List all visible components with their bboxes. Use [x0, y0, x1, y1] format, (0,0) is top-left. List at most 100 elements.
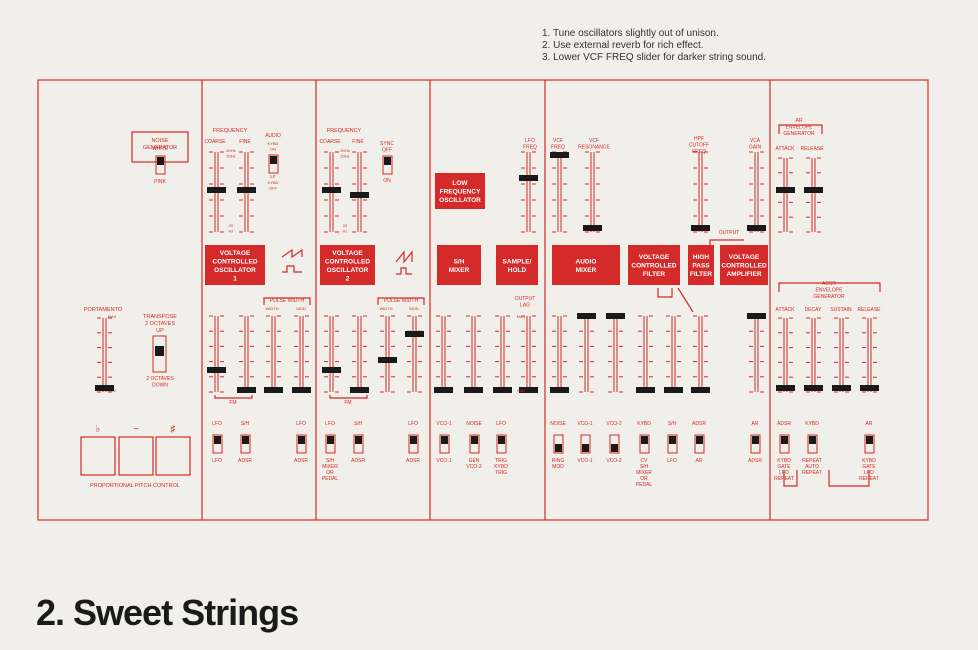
fine-label: FINE: [239, 139, 251, 145]
mixer-slider-15-knob[interactable]: [606, 313, 625, 319]
vcf-freq-label: VCF: [553, 138, 563, 144]
selector-switch-s4[interactable]: [325, 434, 336, 454]
switch-label: OR: [640, 476, 648, 482]
selector-switch-s10[interactable]: [553, 434, 564, 454]
switch-label: MOD: [552, 464, 564, 470]
adsr-attack-slider-knob[interactable]: [776, 385, 795, 391]
transpose-lever: [155, 346, 164, 356]
note-1: 1. Tune oscillators slightly out of unis…: [542, 28, 719, 39]
selector-switch-s9[interactable]: [496, 434, 507, 454]
switch-label: LFO: [325, 421, 335, 427]
selector-switch-s16[interactable]: [750, 434, 761, 454]
mixer-slider-14-knob[interactable]: [577, 313, 596, 319]
sync-label: SYNC: [380, 141, 394, 147]
sync-on-label: ON: [383, 178, 391, 184]
mixer-slider-19-knob[interactable]: [747, 313, 766, 319]
selector-switch-s5-lever: [355, 436, 362, 444]
selector-switch-s8[interactable]: [469, 434, 480, 454]
selector-switch-s5[interactable]: [353, 434, 364, 454]
mixer-slider-1-knob[interactable]: [207, 367, 226, 373]
hpf-cutoff-slider-knob[interactable]: [691, 225, 710, 231]
pitch-pad-flat[interactable]: [80, 436, 116, 476]
vco1-fine-slider-knob[interactable]: [237, 187, 256, 193]
mixer-slider-3-knob[interactable]: [264, 387, 283, 393]
selector-switch-s3[interactable]: [296, 434, 307, 454]
adsr-label: GENERATOR: [813, 294, 845, 300]
selector-switch-s1[interactable]: [212, 434, 223, 454]
selector-switch-s12[interactable]: [609, 434, 620, 454]
mixer-slider-13-knob[interactable]: [550, 387, 569, 393]
lfo-freq-slider-knob[interactable]: [519, 175, 538, 181]
adsr-decay-slider-knob[interactable]: [804, 385, 823, 391]
vco2-coarse-slider-knob[interactable]: [322, 187, 341, 193]
vca-block-label: CONTROLLED: [721, 263, 766, 270]
repeat-connector: [828, 470, 870, 487]
mixer-slider-17-knob[interactable]: [664, 387, 683, 393]
switch-label: VCO-1: [577, 458, 593, 464]
vco1-range-switch[interactable]: [268, 154, 279, 174]
vcf-block-label: FILTER: [643, 271, 666, 278]
adsr-sustain-slider-knob[interactable]: [832, 385, 851, 391]
audio-mixer-block-label: AUDIO: [576, 258, 597, 265]
switch-label: KYBD: [777, 458, 791, 464]
tilde-icon: ~: [133, 424, 139, 435]
mixer-slider-10-knob[interactable]: [464, 387, 483, 393]
selector-switch-s17[interactable]: [779, 434, 790, 454]
transpose-switch[interactable]: [152, 335, 167, 373]
selector-switch-s10-lever: [555, 444, 562, 452]
switch-label: NOISE: [466, 421, 482, 427]
vco2-block-label: 2: [346, 275, 350, 282]
vcf-block-label: VOLTAGE: [639, 254, 670, 261]
selector-switch-s7[interactable]: [439, 434, 450, 454]
lf-label: LF: [270, 174, 276, 179]
pitch-pad-center[interactable]: [118, 436, 154, 476]
coarse-label: COARSE: [204, 139, 226, 145]
selector-switch-s13[interactable]: [639, 434, 650, 454]
adsr-label: ADSR: [822, 281, 836, 287]
mixer-slider-12-knob[interactable]: [519, 387, 538, 393]
switch-label: REPEAT: [859, 476, 879, 482]
selector-switch-s2[interactable]: [240, 434, 251, 454]
mixer-slider-16-knob[interactable]: [636, 387, 655, 393]
hpf-block-label: HIGH: [693, 254, 710, 261]
mixer-slider-11-knob[interactable]: [493, 387, 512, 393]
mixer-slider-9-knob[interactable]: [434, 387, 453, 393]
vca-gain-slider-knob[interactable]: [747, 225, 766, 231]
output-lag-label: OUTPUT: [515, 296, 536, 302]
mixer-slider-8-knob[interactable]: [405, 331, 424, 337]
selector-switch-s9-lever: [498, 436, 505, 444]
pitch-pad-sharp[interactable]: [155, 436, 191, 476]
portamento-slider-knob[interactable]: [95, 385, 114, 391]
octaves-down-label: DOWN: [152, 383, 168, 389]
selector-switch-s14[interactable]: [667, 434, 678, 454]
vcf-resonance-slider-knob[interactable]: [583, 225, 602, 231]
switch-label: GATE: [777, 464, 791, 470]
mixer-slider-2-knob[interactable]: [237, 387, 256, 393]
switch-label: S/H: [640, 464, 649, 470]
mixer-slider-5-knob[interactable]: [322, 367, 341, 373]
mixer-slider-18-knob[interactable]: [691, 387, 710, 393]
mixer-slider-7-knob[interactable]: [378, 357, 397, 363]
mod-label: MOD: [296, 306, 305, 311]
noise-switch[interactable]: [155, 155, 166, 175]
selector-switch-s15[interactable]: [694, 434, 705, 454]
sustain-label: SUSTAIN: [830, 307, 852, 313]
mixer-slider-4-knob[interactable]: [292, 387, 311, 393]
selector-switch-s6[interactable]: [408, 434, 419, 454]
vco2-fine-slider-knob[interactable]: [350, 192, 369, 198]
selector-switch-s18[interactable]: [807, 434, 818, 454]
hpf-cutoff-label: HPF: [694, 136, 704, 142]
vco1-coarse-slider-knob[interactable]: [207, 187, 226, 193]
ar-attack-slider-knob[interactable]: [776, 187, 795, 193]
switch-label: KYBD: [494, 464, 508, 470]
ar-release-slider-knob[interactable]: [804, 187, 823, 193]
repeat-connector: [783, 470, 798, 487]
switch-label: CV: [641, 458, 649, 464]
pw-bracket-2: [377, 297, 425, 305]
vco2-sync-switch[interactable]: [382, 155, 393, 175]
adsr-release-slider-knob[interactable]: [860, 385, 879, 391]
selector-switch-s19[interactable]: [864, 434, 875, 454]
vcf-freq-slider-knob[interactable]: [550, 152, 569, 158]
selector-switch-s11[interactable]: [580, 434, 591, 454]
mixer-slider-6-knob[interactable]: [350, 387, 369, 393]
